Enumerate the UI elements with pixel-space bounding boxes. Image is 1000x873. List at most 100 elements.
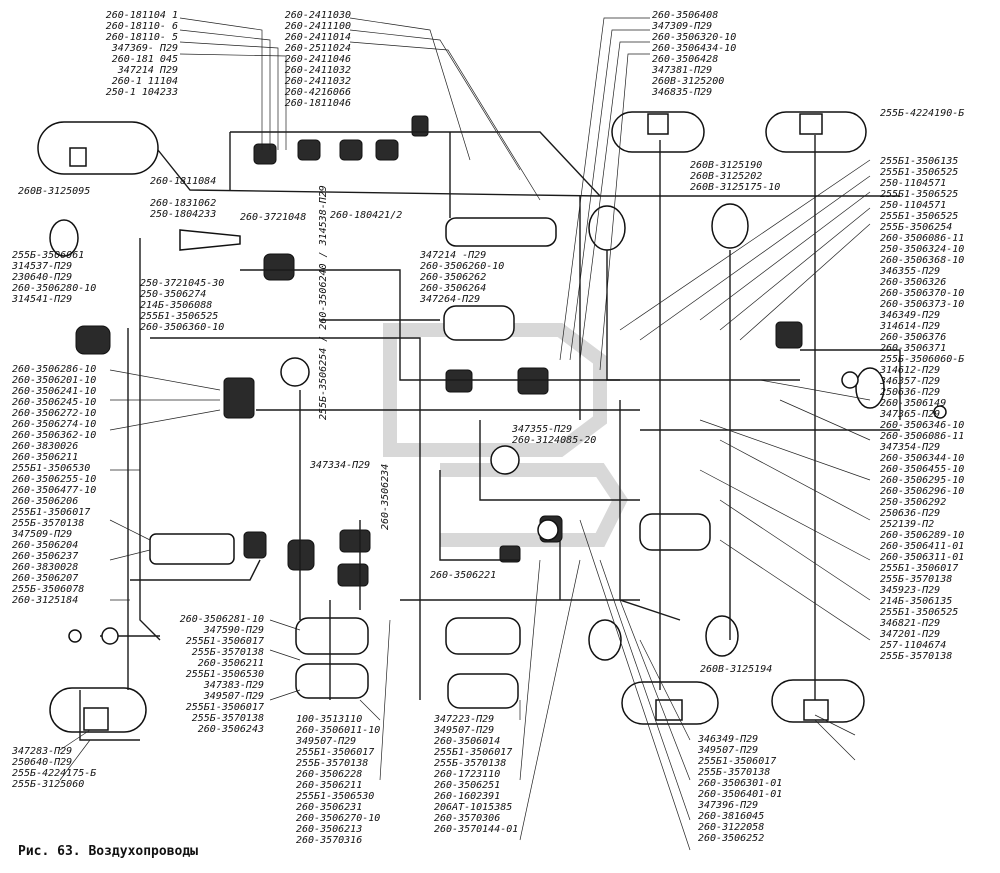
part-label: 347381-П29 [652,65,713,76]
part-label: 260-1811046 [284,98,351,109]
part-label: 260-3506149 [880,398,947,409]
part-label: 347383-П29 [203,680,264,691]
part-label: 260-3506274-10 [12,419,97,430]
part-label: 260-3506326 [880,277,947,288]
leader-lines [59,17,871,851]
part-label: 250-3721045-30 [140,278,225,289]
part-label: 260-2411030 [284,10,351,21]
part-label: 260-3506477-10 [12,485,97,496]
part-label: 260-3506362-10 [12,430,97,441]
part-label: 347509-П29 [12,529,73,540]
part-label: 260-3830026 [12,441,79,452]
part-label: 255Б-3570138 [296,758,369,769]
part-label: 347355-П29 [512,424,573,435]
part-label: 260-2511024 [284,43,351,54]
part-label: 345923-П29 [880,585,941,596]
part-label: 255Б-3506078 [12,584,85,595]
part-label: 260-3506281-10 [179,614,264,625]
part-label: 255Б1-3506525 [880,607,959,618]
part-label: 260-1 11104 [111,76,178,87]
part-label: 100-3513110 [296,714,363,725]
part-label: 260-3506295-10 [880,475,965,486]
part-label: 255Б1-3506017 [185,636,264,647]
part-label: 347365-П29 [880,409,941,420]
part-label: 260-180421/2 [330,210,403,221]
part-label: 260В-3125194 [700,664,773,675]
part-label: 260-3506206 [12,496,79,507]
part-label: 255Б1-3506525 [140,311,219,322]
part-label: 255Б-3570138 [434,758,507,769]
part-label: 260-3506237 [12,551,79,562]
part-label: 260-1723110 [434,769,501,780]
part-label: 260-3506289-10 [880,530,965,541]
figure-caption: Рис. 63. Воздухопроводы [18,844,199,859]
part-label: 255Б-3570138 [698,767,771,778]
part-label: 260-4216066 [284,87,351,98]
part-label: 260В-3125190 [690,160,763,171]
part-label: 349507-П29 [434,725,495,736]
part-label: 255Б-4224175-Б [12,768,97,779]
part-label: 260-3506086-11 [880,431,965,442]
part-label: 255Б1-3506530 [12,463,91,474]
part-label: 260-3830028 [12,562,79,573]
part-label: 260В-3125202 [690,171,763,182]
part-label: 255Б-3506254 [880,222,953,233]
part-label: 346349-П29 [698,734,759,745]
tank-top-left [37,121,159,175]
part-label: 260-3506211 [197,658,264,669]
part-label: 260В-3125200 [652,76,725,87]
part-label: 255Б1-3506525 [880,167,959,178]
part-label: 347369- П29 [111,43,178,54]
part-label: 250-1104571 [880,200,947,211]
part-label: 260-3506428 [652,54,719,65]
part-label: 260-3506252 [698,833,765,844]
part-label: 260-3506255-10 [12,474,97,485]
part-label-vertical: 260-3506234 [380,463,391,530]
part-label: 260-3506211 [12,452,79,463]
part-label: 346835-П29 [652,87,713,98]
part-label: 252139-П2 [880,519,935,530]
part-label: 260-1602391 [434,791,501,802]
part-label: 255Б-3506060-Б [880,354,965,365]
brake-chambers [49,203,885,661]
part-label: 250-3506292 [880,497,947,508]
part-label: 349507-П29 [203,691,264,702]
part-label: 260-3506231 [296,802,363,813]
part-label: 250636-П29 [880,387,941,398]
part-label: 346355-П29 [880,266,941,277]
part-label: 260-2411032 [284,65,351,76]
part-label: 260-3506272-10 [12,408,97,419]
part-label: 260В-3125095 [18,186,91,197]
part-label: 260-3506368-10 [880,255,965,266]
part-label: 260-3506213 [296,824,363,835]
part-label: 260-1831062 [150,198,217,209]
part-label: 314541-П29 [12,294,73,305]
part-label: 349507-П29 [698,745,759,756]
part-label: 260-3506241-10 [12,386,97,397]
part-label: 260-3506320-10 [652,32,737,43]
part-label: 314537-П29 [12,261,73,272]
part-label: 260-3506286-10 [12,364,97,375]
part-label: 260-18110- 5 [105,32,178,43]
part-label: 260-3506301-01 [698,778,783,789]
part-label: 314612-П29 [880,365,941,376]
part-label: 255Б1-3506017 [698,756,777,767]
tank-bottom-right [771,679,865,723]
part-label: 260-3506260-10 [420,261,505,272]
part-label: 260-3122058 [698,822,765,833]
part-label: 255Б1-3506530 [296,791,375,802]
part-label: 250636-П29 [880,508,941,519]
part-label: 257-1104674 [880,640,947,651]
part-label: 260-3506014 [434,736,501,747]
part-label: 230640-П29 [12,272,73,283]
part-label: 260-3506228 [296,769,363,780]
part-label: 347590-П29 [203,625,264,636]
part-label: 347223-П29 [434,714,495,725]
part-label: 260-3506207 [12,573,79,584]
part-label: 255Б-4224190-Б [880,108,965,119]
part-label: 260-3506251 [434,780,501,791]
air-receivers [149,217,711,709]
part-label: 260-1811084 [150,176,217,187]
part-label: 250-1804233 [150,209,217,220]
